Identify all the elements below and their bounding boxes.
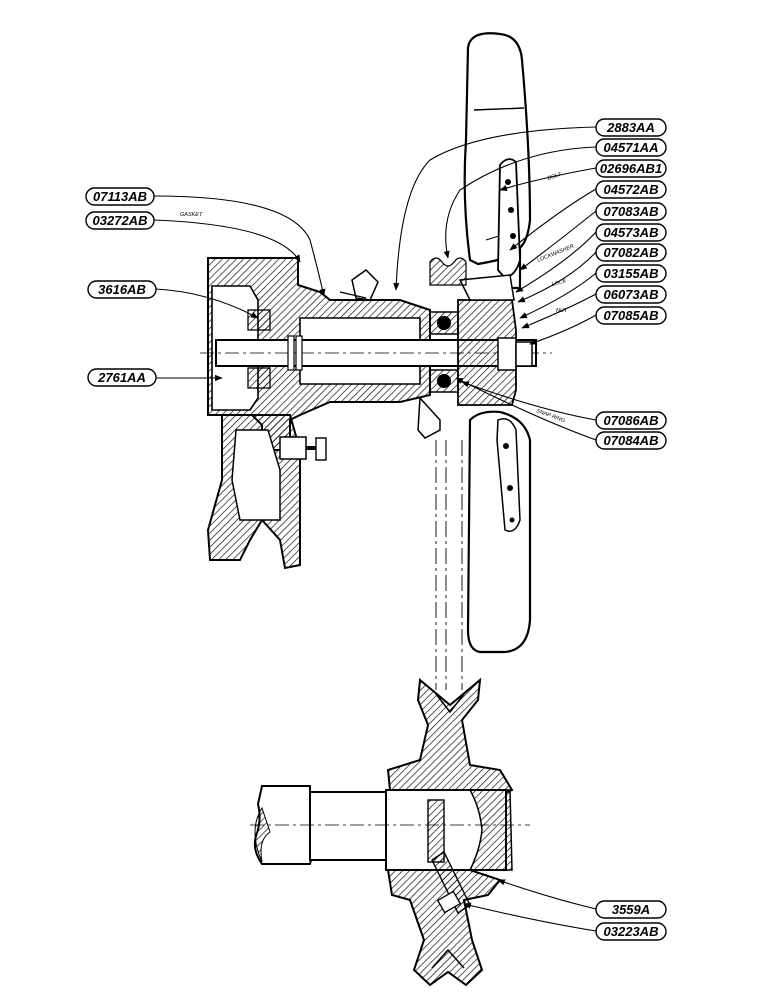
svg-text:07084AB: 07084AB: [604, 433, 659, 448]
label-07082ab: 07082AB: [595, 243, 667, 262]
belt-centerlines: [435, 440, 463, 690]
label-07083ab-upper: 07083AB: [595, 202, 667, 221]
crankshaft: [250, 785, 530, 865]
svg-text:3559A: 3559A: [612, 902, 650, 917]
label-03223ab: 03223AB: [595, 922, 667, 941]
svg-text:3616AB: 3616AB: [98, 282, 146, 297]
label-02696ab1: 02696AB1: [595, 159, 667, 178]
pump-housing: [206, 257, 431, 570]
svg-text:04572AB: 04572AB: [604, 182, 659, 197]
label-06073ab: 06073AB: [595, 285, 667, 304]
svg-text:06073AB: 06073AB: [604, 287, 659, 302]
label-3559a: 3559A: [595, 900, 667, 919]
note-gasket: GASKET: [180, 212, 203, 218]
label-07113ab: 07113AB: [85, 187, 155, 206]
label-03272ab: 03272AB: [85, 211, 155, 230]
note-nut: NUT: [556, 308, 568, 314]
fan-spider-arm-upper: [497, 158, 521, 280]
part-labels: 2883AA 04571AA 02696AB1 04572AB 07083AB …: [85, 118, 667, 941]
svg-text:03272AB: 03272AB: [93, 213, 148, 228]
svg-text:07113AB: 07113AB: [93, 189, 147, 204]
fan-blade-lower: [466, 410, 532, 654]
label-07085ab: 07085AB: [595, 306, 667, 325]
svg-text:2761AA: 2761AA: [97, 370, 146, 385]
bearing-seal-parts: [247, 257, 533, 439]
label-07086ab: 07086AB: [595, 411, 667, 430]
leader-lines: [153, 126, 597, 932]
label-04573ab: 04573AB: [595, 223, 667, 242]
svg-text:2883AA: 2883AA: [606, 120, 655, 135]
label-07084ab: 07084AB: [595, 431, 667, 450]
svg-text:07083AB: 07083AB: [604, 204, 659, 219]
label-2761aa: 2761AA: [87, 368, 157, 387]
svg-text:04571AA: 04571AA: [604, 140, 659, 155]
label-3616ab: 3616AB: [87, 280, 157, 299]
label-03155ab: 03155AB: [595, 264, 667, 283]
svg-text:03223AB: 03223AB: [604, 924, 659, 939]
note-lock: LOCK: [551, 278, 567, 288]
label-2883aa: 2883AA: [595, 118, 667, 137]
label-04571aa: 04571AA: [595, 138, 667, 157]
svg-text:04573AB: 04573AB: [604, 225, 659, 240]
svg-text:07082AB: 07082AB: [604, 245, 659, 260]
label-04572ab: 04572AB: [595, 180, 667, 199]
note-bolt: BOLT: [547, 172, 563, 182]
svg-text:07086AB: 07086AB: [604, 413, 659, 428]
svg-text:03155AB: 03155AB: [604, 266, 659, 281]
svg-text:02696AB1: 02696AB1: [600, 161, 662, 176]
crankshaft-pulley: [385, 677, 514, 987]
svg-text:07085AB: 07085AB: [604, 308, 659, 323]
